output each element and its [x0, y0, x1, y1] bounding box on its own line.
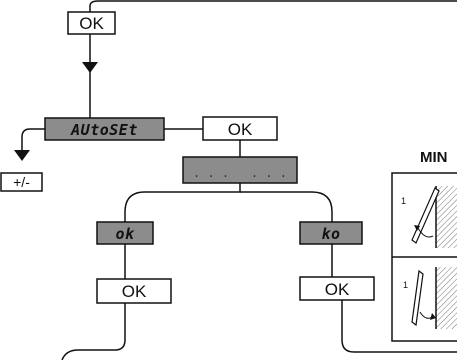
arrow-down-icon [14, 150, 30, 161]
result-ko-display [299, 221, 363, 245]
plus-minus-label: +/- [13, 174, 30, 190]
autoset-display [44, 117, 165, 141]
result-ko-label: ko [321, 225, 340, 243]
connector-pending-to-ok-result [124, 183, 241, 222]
connector-pending-to-ko-result [240, 191, 333, 222]
plus-minus-button [0, 172, 43, 192]
connector-left-exit [61, 303, 126, 360]
door-open-illustration-bottom: 1 [403, 267, 457, 329]
ok-button-top [67, 11, 116, 35]
connector-lines [21, 0, 457, 360]
autoset-display-label: AUtoSEt [70, 121, 138, 139]
door-open-illustration-top: 1 [401, 186, 457, 248]
ok-button-right [299, 276, 375, 301]
panel-label-1: 1 [401, 196, 406, 206]
connector-top-entry [89, 0, 457, 12]
ok-button-right-label: OK [325, 280, 350, 299]
result-ok-display [96, 221, 154, 245]
result-ok-label: ok [115, 225, 135, 243]
pending-display [182, 156, 298, 184]
panel-label-2: 1 [403, 280, 408, 290]
panel-title: MIN [420, 149, 448, 166]
ok-button-top-label: OK [79, 14, 104, 33]
ok-button-mid [202, 116, 278, 141]
connector-right-exit [341, 300, 457, 353]
ok-button-mid-label: OK [228, 120, 253, 139]
ok-button-left [96, 278, 172, 304]
arrow-down-icon [82, 62, 98, 73]
connector-autoset-to-plusminus [21, 128, 45, 150]
min-panel: 1 1 [391, 172, 457, 342]
ok-button-left-label: OK [122, 282, 147, 301]
pending-display-label: . . . . . . [193, 166, 287, 180]
